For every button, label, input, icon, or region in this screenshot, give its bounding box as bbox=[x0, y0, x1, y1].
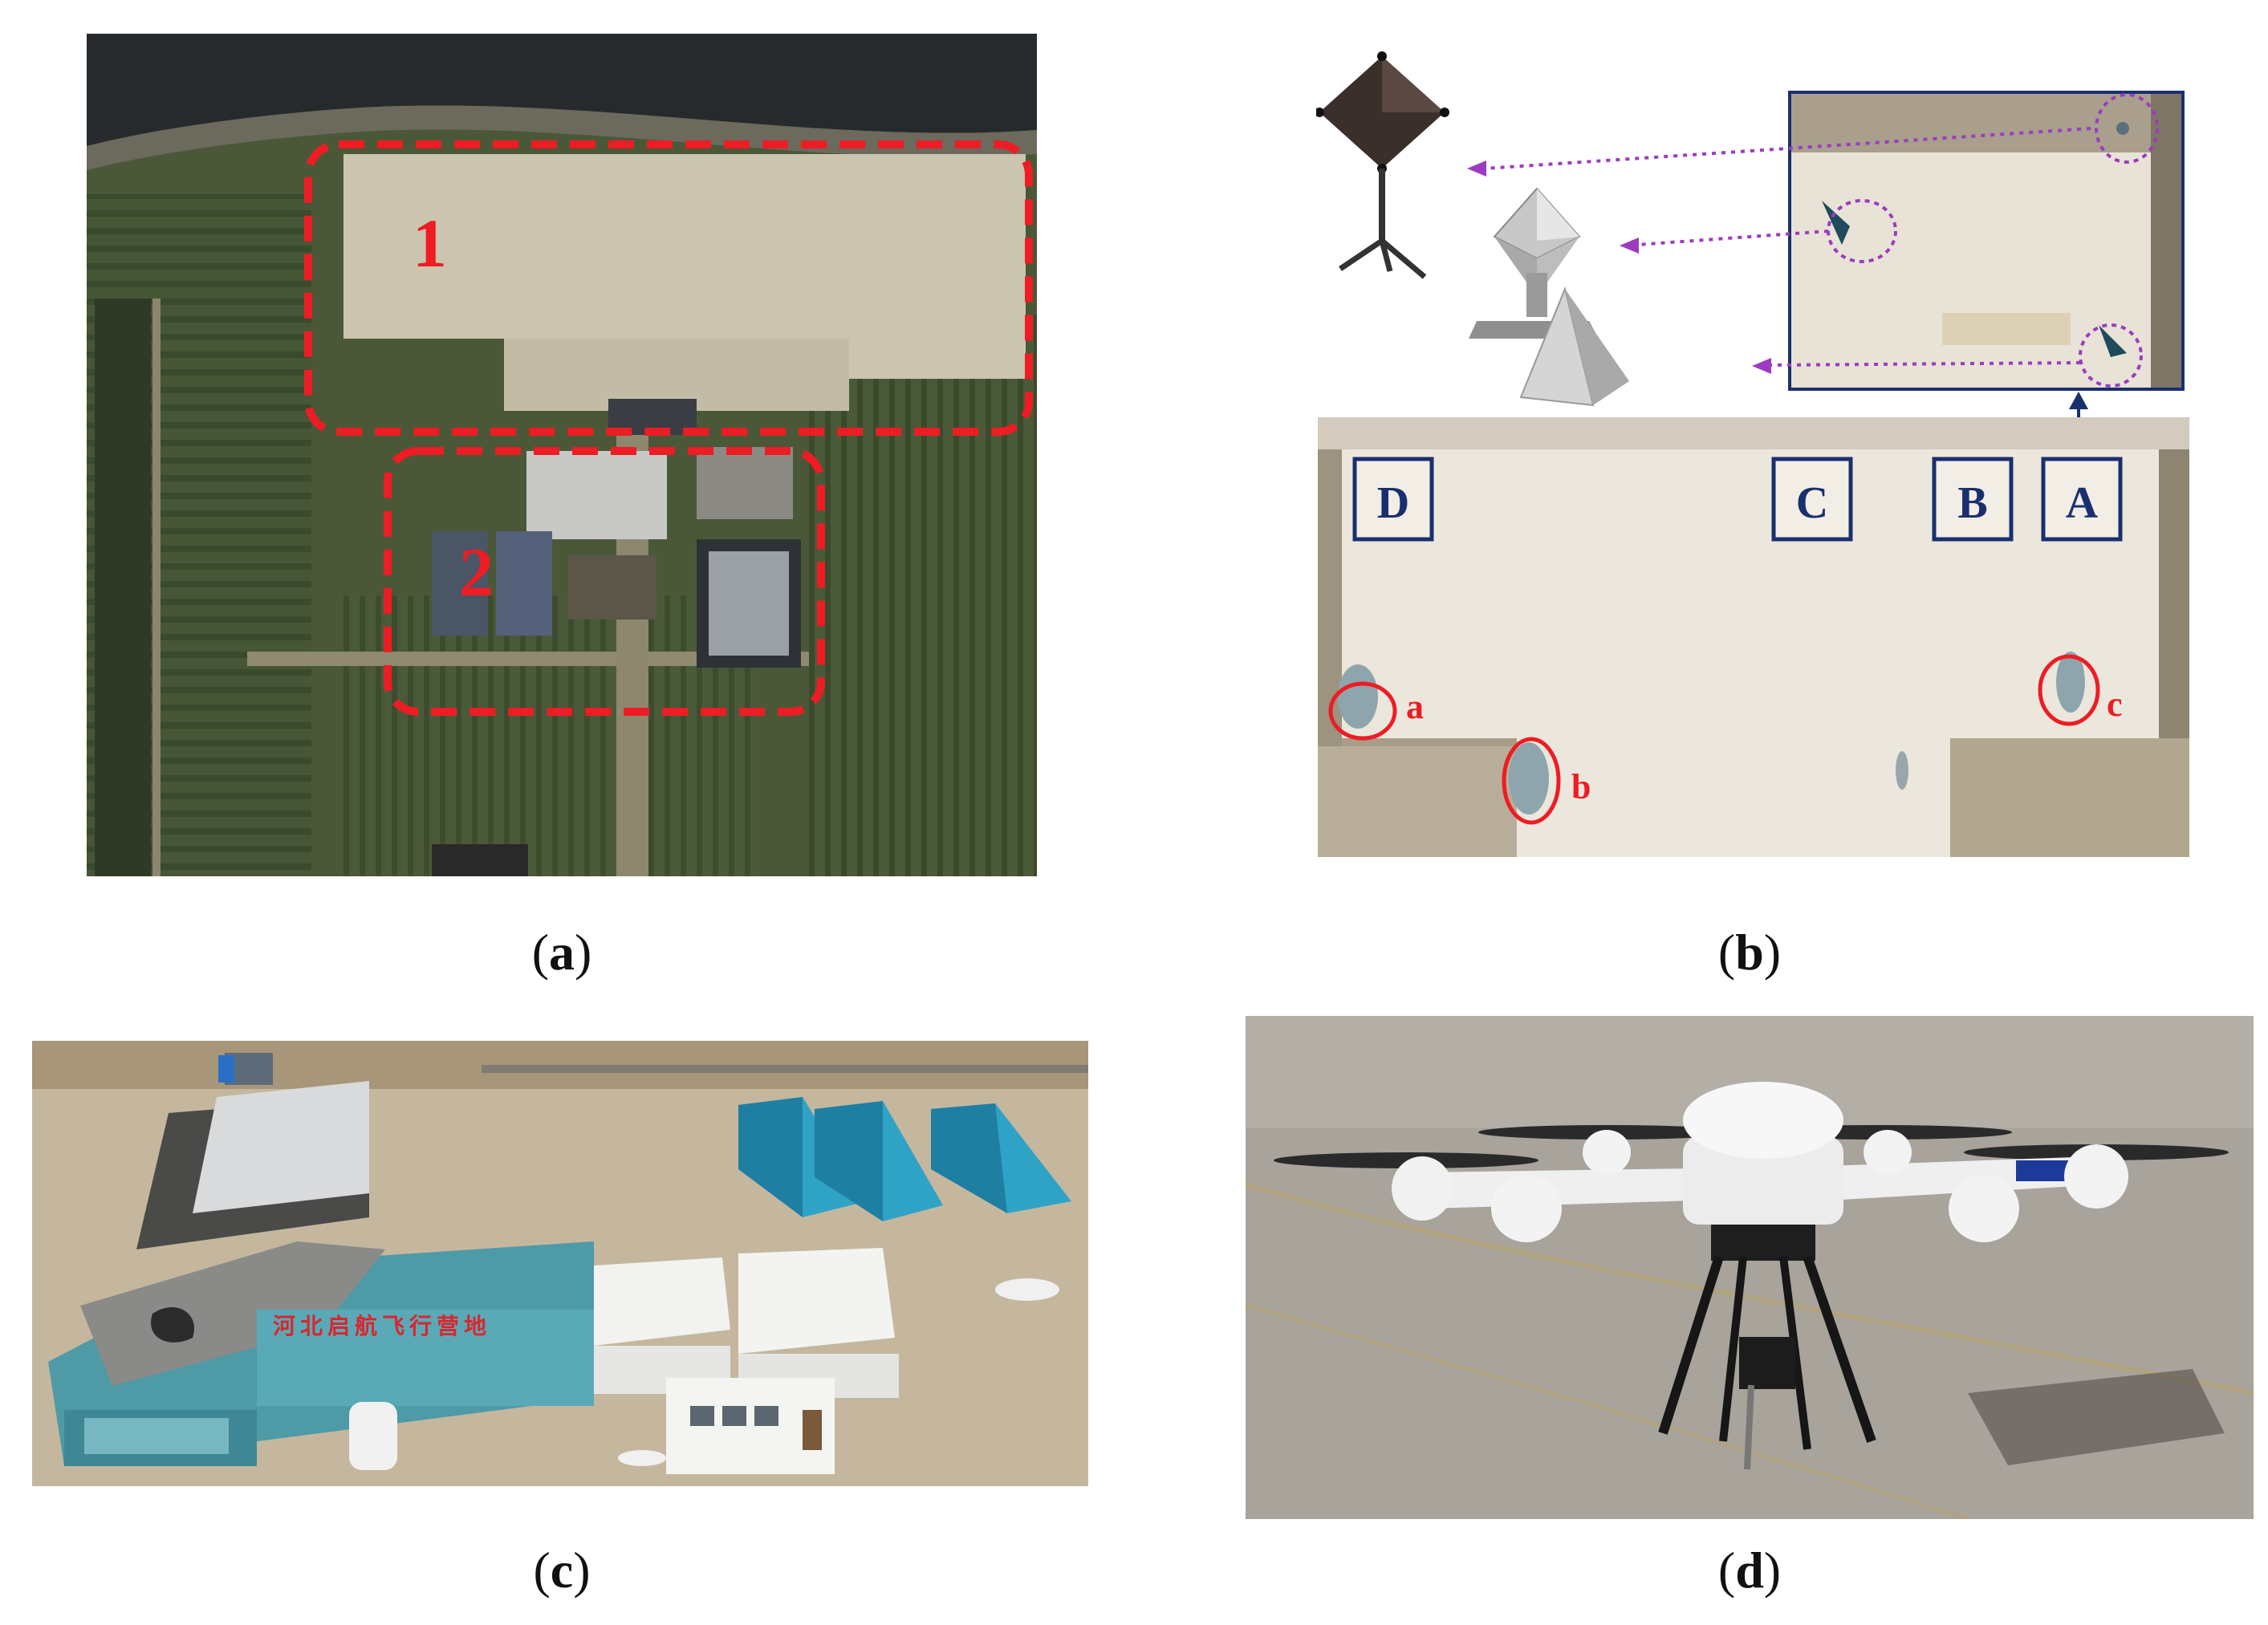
caption-d-close: ) bbox=[1763, 1542, 1782, 1599]
site-photo: D C B A a b c bbox=[1318, 417, 2189, 857]
caption-c: (c) bbox=[441, 1541, 682, 1600]
panel-b-calibration-site: D C B A a b c bbox=[1316, 48, 2191, 859]
panel-d-drone-photo bbox=[1246, 1016, 2254, 1519]
caption-d-letter: d bbox=[1735, 1542, 1764, 1599]
marker-label-a: a bbox=[1406, 687, 1424, 726]
marker-circle-b bbox=[1502, 737, 1561, 825]
zone-box-c bbox=[1771, 457, 1853, 542]
arrow-heads bbox=[1467, 160, 1771, 374]
region-2-outline bbox=[384, 447, 825, 716]
inset-zoom-view bbox=[1788, 91, 2185, 391]
camp-sign-text: 河北启航飞行营地 bbox=[273, 1313, 491, 1339]
marker-circle-c bbox=[2038, 654, 2100, 726]
zone-label-b: B bbox=[1957, 478, 1987, 528]
caption-b-letter: b bbox=[1735, 924, 1764, 981]
calibration-site-diagram: D C B A a b c bbox=[1316, 48, 2191, 859]
drone bbox=[1274, 1082, 2229, 1470]
zone-label-d: D bbox=[1377, 478, 1409, 528]
flight-camp-scene: 河北启航飞行营地 bbox=[32, 1041, 1088, 1486]
caption-b: (b) bbox=[1629, 923, 1870, 982]
inset-marker-bottom bbox=[2079, 323, 2143, 388]
trihedral-reflector-icon bbox=[1519, 286, 1629, 407]
region-1-label: 1 bbox=[413, 205, 447, 282]
zone-box-b bbox=[1932, 457, 2014, 542]
zone-label-c: C bbox=[1796, 478, 1828, 528]
panel-c-flight-camp-photo: 河北启航飞行营地 bbox=[32, 1041, 1088, 1486]
region-1-outline bbox=[304, 140, 1033, 436]
caption-a-close: ) bbox=[575, 924, 592, 981]
pointer-arrows bbox=[1484, 127, 2091, 367]
caption-a-open: ( bbox=[531, 924, 549, 981]
caption-c-close: ) bbox=[573, 1542, 591, 1599]
caption-b-open: ( bbox=[1717, 924, 1736, 981]
marker-circle-a bbox=[1328, 681, 1397, 741]
inset-marker-top bbox=[2095, 93, 2159, 164]
caption-a-letter: a bbox=[549, 924, 575, 981]
zone-label-a: A bbox=[2066, 478, 2099, 528]
blue-containers bbox=[738, 1097, 1071, 1221]
caption-c-letter: c bbox=[550, 1542, 574, 1599]
panel-a-satellite-image: 1 2 bbox=[87, 34, 1037, 876]
caption-c-open: ( bbox=[533, 1542, 551, 1599]
region-2-label: 2 bbox=[459, 534, 494, 611]
hexacopter-drone-scene bbox=[1246, 1016, 2254, 1519]
caption-d-open: ( bbox=[1717, 1542, 1736, 1599]
marker-label-c: c bbox=[2107, 685, 2123, 724]
satellite-map: 1 2 bbox=[87, 34, 1037, 876]
caption-a: (a) bbox=[441, 923, 682, 982]
zone-box-d bbox=[1352, 457, 1434, 542]
caption-d: (d) bbox=[1629, 1541, 1870, 1600]
zone-box-a bbox=[2041, 457, 2123, 542]
marker-label-b: b bbox=[1571, 767, 1591, 806]
caption-b-close: ) bbox=[1763, 924, 1782, 981]
corner-reflector-stand-icon bbox=[1316, 51, 1449, 279]
